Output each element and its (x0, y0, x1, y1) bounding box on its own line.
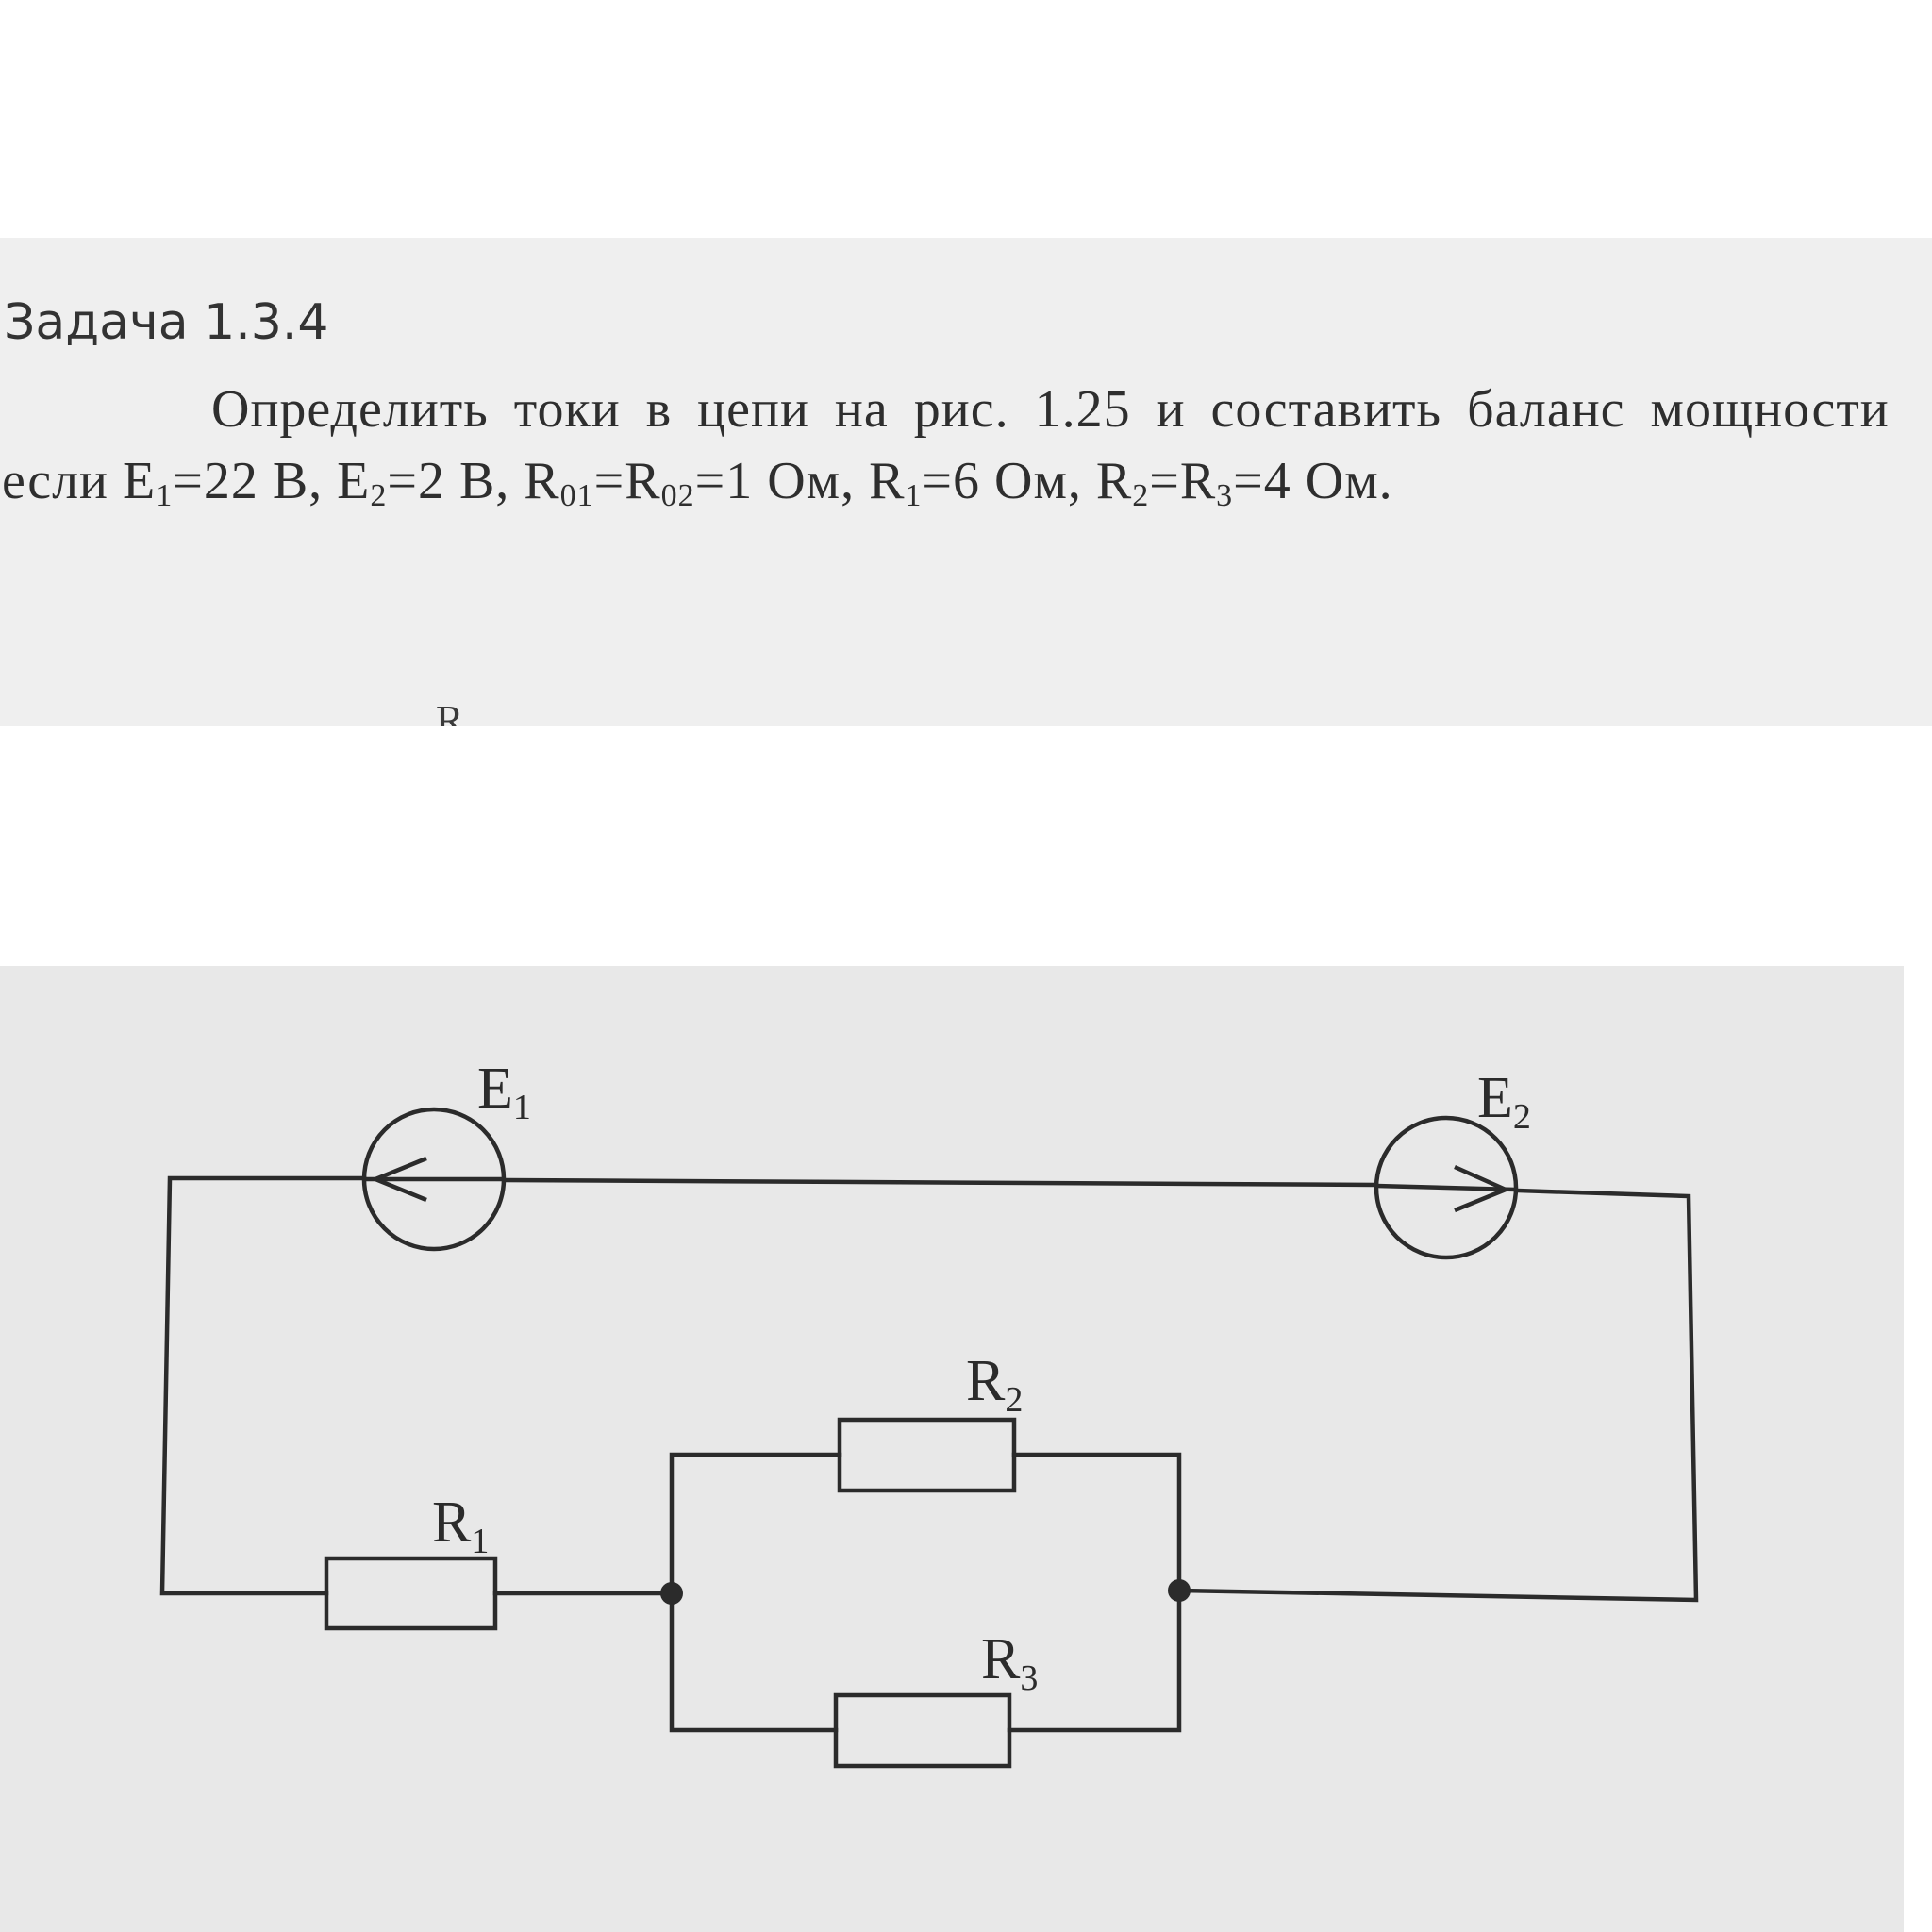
paper-sheet-text (0, 238, 1932, 726)
wire-left-loop (159, 1175, 367, 1596)
wire-top (503, 1177, 1378, 1188)
given-subscript: 01 (559, 478, 594, 513)
circuit-diagram: E1 E2 R1 R2 R3 (159, 1057, 1699, 1769)
given-text: если E (2, 452, 157, 510)
given-text: =6 Ом, R (922, 452, 1133, 510)
wire-lower-branch-left (669, 1591, 839, 1733)
paper-sheet-figure (0, 966, 1904, 1932)
given-subscript: 1 (905, 478, 923, 513)
source-e1 (361, 1107, 507, 1252)
cut-off-label: R (436, 700, 464, 726)
label-r2: R2 (966, 1349, 1023, 1420)
source-e2-arrow (1454, 1164, 1511, 1213)
label-e1: E1 (477, 1057, 531, 1127)
wire-upper-branch-left (669, 1452, 842, 1596)
wire-lower-branch-right (1007, 1588, 1182, 1733)
source-e2 (1374, 1115, 1519, 1260)
task-statement-line-1: Определить токи в цепи на рис. 1.25 и со… (211, 380, 1890, 439)
label-r1: R1 (432, 1491, 489, 1561)
given-subscript: 2 (370, 478, 388, 513)
wire-right-loop (1176, 1188, 1699, 1603)
source-e1-arrow (370, 1156, 427, 1203)
resistor-r2 (837, 1417, 1017, 1493)
label-r3: R3 (981, 1627, 1038, 1698)
given-text: =1 Ом, R (694, 452, 906, 510)
given-subscript: 1 (156, 478, 174, 513)
source-e2-line (1375, 1183, 1517, 1192)
given-text: =22 В, E (173, 452, 371, 510)
junction-node-right (1168, 1579, 1191, 1602)
given-text: =2 В, R (387, 452, 560, 510)
given-text: =R (593, 452, 661, 510)
resistor-r3 (833, 1692, 1012, 1769)
task-title: Задача 1.3.4 (4, 294, 329, 351)
resistor-r1 (324, 1556, 498, 1631)
given-subscript: 2 (1132, 478, 1150, 513)
junction-node-left (660, 1582, 683, 1605)
wire-upper-branch-right (1011, 1452, 1182, 1593)
given-subscript: 02 (660, 478, 695, 513)
given-subscript: 3 (1216, 478, 1234, 513)
given-text: =4 Ом. (1233, 452, 1393, 510)
task-statement-line-2: если E1=22 В, E2=2 В, R01=R02=1 Ом, R1=6… (2, 451, 1393, 513)
given-text: =R (1149, 452, 1217, 510)
label-e2: E2 (1477, 1066, 1531, 1137)
